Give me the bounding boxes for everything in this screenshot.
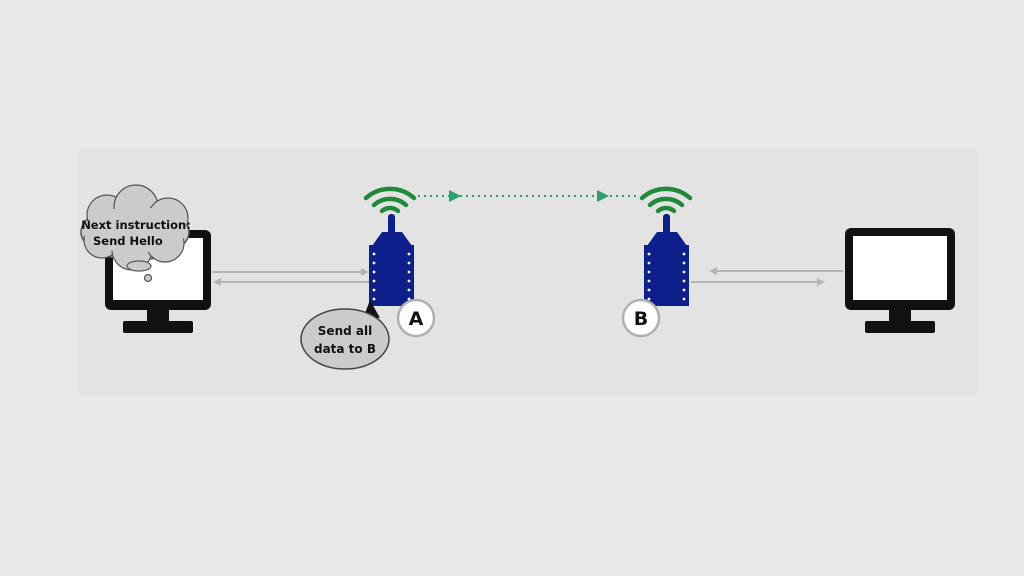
- wire-right: [691, 267, 843, 286]
- signal-b-icon: [639, 186, 693, 214]
- badge-b: B: [621, 298, 661, 338]
- thought-line-1: Next instruction:: [81, 218, 191, 232]
- thought-cloud: Next instruction: Send Hello: [80, 184, 191, 283]
- module-b-icon: [644, 214, 689, 306]
- thought-line-2: Send Hello: [93, 234, 163, 248]
- right-computer-icon: [845, 228, 955, 333]
- signal-a-icon: [363, 186, 417, 214]
- speech-line-1: Send all: [318, 324, 372, 338]
- wireless-link: [418, 190, 640, 202]
- badge-a-label: A: [409, 308, 424, 330]
- badge-a: A: [396, 298, 436, 338]
- speech-line-2: data to B: [314, 342, 376, 356]
- link-arrow-1: [449, 190, 461, 202]
- link-arrow-2: [597, 190, 609, 202]
- module-a-icon: [369, 214, 414, 306]
- speech-bubble-a: Send all data to B: [300, 300, 390, 370]
- wire-left: [212, 268, 370, 286]
- badge-b-label: B: [634, 308, 648, 330]
